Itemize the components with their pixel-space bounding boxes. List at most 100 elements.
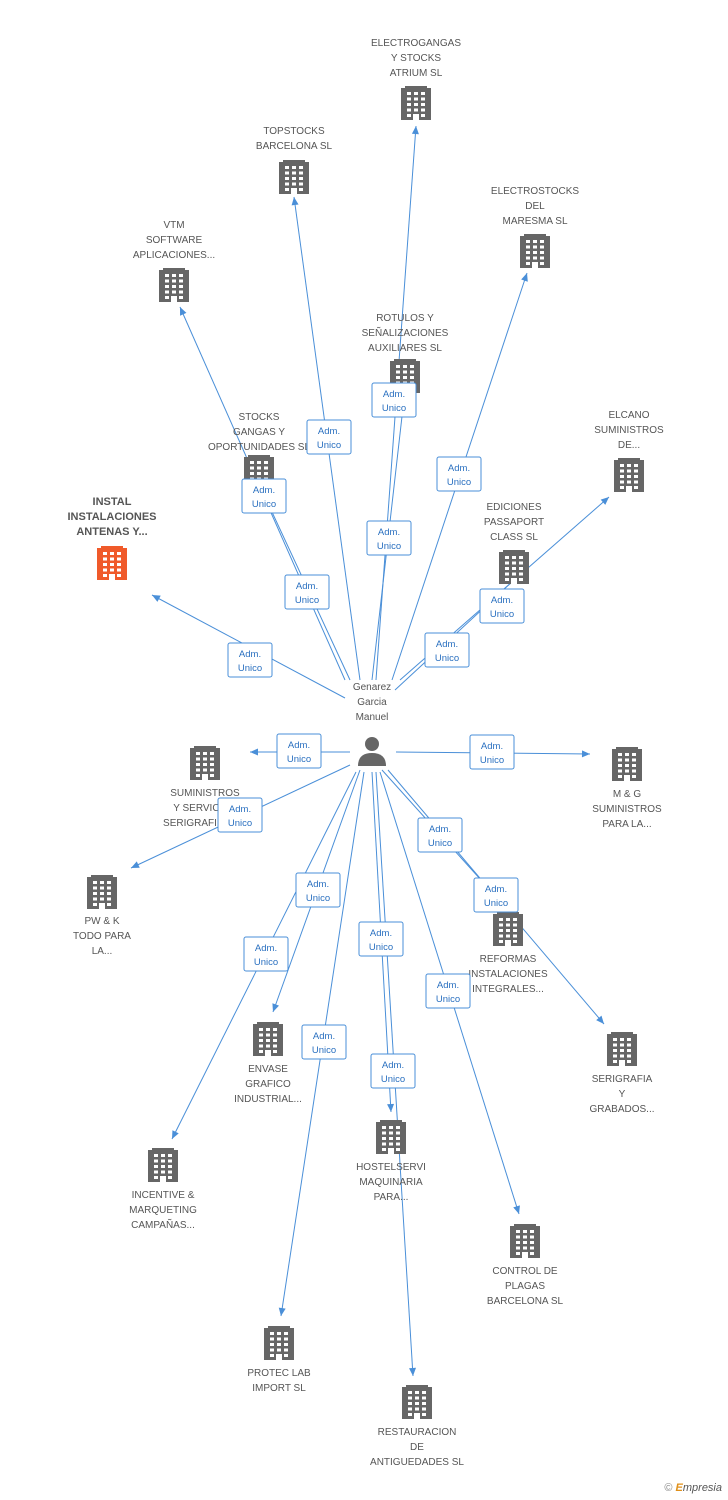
company-label[interactable]: ENVASE (248, 1064, 288, 1075)
company-node-proteclab[interactable]: PROTEC LAB IMPORT SL (247, 1326, 311, 1394)
role-badge-restauracion[interactable]: Adm.Unico (370, 1053, 416, 1089)
company-label[interactable]: GANGAS Y (233, 427, 285, 438)
company-node-suministros_serv[interactable]: SUMINISTROS Y SERVICIOS SERIGRAFICOS... (163, 746, 247, 829)
company-label[interactable]: PROTEC LAB (247, 1368, 311, 1379)
company-label[interactable]: HOSTELSERVI (356, 1162, 426, 1173)
role-badge-suministros_serv[interactable]: Adm.Unico (276, 733, 322, 769)
company-node-mg[interactable]: M & G SUMINISTROS PARA LA... (592, 747, 662, 830)
company-label[interactable]: SUMINISTROS (170, 788, 240, 799)
company-label[interactable]: TODO PARA (73, 931, 131, 942)
company-label[interactable]: SERIGRAFICOS... (163, 818, 247, 829)
company-node-rotulos[interactable]: ROTULOS Y SEÑALIZACIONES AUXILIARES SL (362, 313, 449, 393)
role-badge-vtm[interactable]: Adm.Unico (241, 478, 287, 514)
company-label[interactable]: DE (410, 1442, 424, 1453)
company-node-envase[interactable]: ENVASE GRAFICO INDUSTRIAL... (234, 1022, 302, 1105)
company-node-stocks[interactable]: STOCKS GANGAS Y OPORTUNIDADES SL (208, 412, 310, 489)
company-label[interactable]: CONTROL DE (492, 1266, 558, 1277)
company-label[interactable]: APLICACIONES... (133, 250, 215, 261)
role-badge-instal[interactable]: Adm.Unico (227, 642, 273, 678)
role-badge-envase[interactable]: Adm.Unico (295, 872, 341, 908)
company-label[interactable]: SUMINISTROS (592, 804, 662, 815)
company-label[interactable]: PW & K (84, 916, 119, 927)
role-badge-serigrafia[interactable]: Adm.Unico (473, 877, 519, 913)
company-label[interactable]: INSTALACIONES (67, 511, 156, 523)
company-node-restauracion[interactable]: RESTAURACION DE ANTIGUEDADES SL (370, 1385, 464, 1468)
company-node-control[interactable]: CONTROL DE PLAGAS BARCELONA SL (487, 1224, 564, 1307)
role-badge-stocks[interactable]: Adm.Unico (284, 574, 330, 610)
company-label[interactable]: DEL (525, 201, 545, 212)
company-node-topstocks[interactable]: TOPSTOCKS BARCELONA SL (256, 126, 333, 194)
company-label[interactable]: ANTENAS Y... (76, 526, 147, 538)
person-name[interactable]: Manuel (356, 712, 389, 723)
company-label[interactable]: SERIGRAFIA (592, 1074, 653, 1085)
company-label[interactable]: PARA LA... (602, 819, 651, 830)
company-node-incentive[interactable]: INCENTIVE & MARQUETING CAMPAÑAS... (129, 1148, 197, 1231)
company-label[interactable]: MAQUINARIA (359, 1177, 423, 1188)
company-label[interactable]: ANTIGUEDADES SL (370, 1457, 464, 1468)
company-label[interactable]: VTM (163, 220, 184, 231)
company-node-hostelservi[interactable]: HOSTELSERVI MAQUINARIA PARA... (356, 1120, 426, 1203)
company-label[interactable]: SEÑALIZACIONES (362, 326, 449, 339)
company-label[interactable]: REFORMAS (480, 954, 537, 965)
company-label[interactable]: MARQUETING (129, 1205, 197, 1216)
role-badge-mg[interactable]: Adm.Unico (469, 734, 515, 770)
company-node-electrostocks[interactable]: ELECTROSTOCKS DEL MARESMA SL (491, 186, 579, 268)
company-label[interactable]: DE... (618, 440, 640, 451)
company-label[interactable]: ATRIUM SL (390, 68, 443, 79)
role-badge-reformas[interactable]: Adm.Unico (417, 817, 463, 853)
company-label[interactable]: Y SERVICIOS (173, 803, 237, 814)
company-node-serigrafia[interactable]: SERIGRAFIA Y GRABADOS... (589, 1032, 655, 1115)
company-label[interactable]: ELECTROGANGAS (371, 38, 461, 49)
role-badge-topstocks[interactable]: Adm.Unico (306, 419, 352, 455)
company-label[interactable]: INCENTIVE & (132, 1190, 195, 1201)
company-label[interactable]: Y (619, 1089, 626, 1100)
company-label[interactable]: STOCKS (239, 412, 280, 423)
company-label[interactable]: INSTAL (93, 496, 132, 508)
company-label[interactable]: CLASS SL (490, 532, 538, 543)
company-label[interactable]: ELCANO (608, 410, 649, 421)
company-label[interactable]: LA... (92, 946, 113, 957)
company-label[interactable]: BARCELONA SL (256, 141, 333, 152)
company-label[interactable]: ELECTROSTOCKS (491, 186, 579, 197)
role-badge-control[interactable]: Adm.Unico (425, 973, 471, 1009)
company-label[interactable]: TOPSTOCKS (263, 126, 325, 137)
company-label[interactable]: BARCELONA SL (487, 1296, 564, 1307)
person-name[interactable]: Garcia (357, 697, 387, 708)
company-label[interactable]: PLAGAS (505, 1281, 545, 1292)
role-badge-electrostocks[interactable]: Adm.Unico (436, 456, 482, 492)
company-label[interactable]: AUXILIARES SL (368, 343, 442, 354)
role-badge-hostelservi[interactable]: Adm.Unico (358, 921, 404, 957)
role-badge-electrogangas[interactable]: Adm.Unico (371, 382, 417, 418)
company-label[interactable]: INDUSTRIAL... (234, 1094, 302, 1105)
company-label[interactable]: EDICIONES (486, 502, 541, 513)
company-label[interactable]: GRABADOS... (589, 1104, 654, 1115)
company-node-elcano[interactable]: ELCANO SUMINISTROS DE... (594, 410, 664, 492)
company-label[interactable]: SOFTWARE (146, 235, 203, 246)
company-label[interactable]: MARESMA SL (502, 216, 567, 227)
company-label[interactable]: RESTAURACION (378, 1427, 457, 1438)
company-label[interactable]: OPORTUNIDADES SL (208, 442, 310, 453)
company-node-vtm[interactable]: VTM SOFTWARE APLICACIONES... (133, 220, 215, 302)
person-icon[interactable] (358, 737, 386, 766)
company-label[interactable]: ROTULOS Y (376, 313, 434, 324)
company-label[interactable]: M & G (613, 789, 642, 800)
role-badge-elcano[interactable]: Adm.Unico (479, 588, 525, 624)
company-node-instal[interactable]: INSTAL INSTALACIONES ANTENAS Y... (67, 496, 157, 580)
role-badge-pwk[interactable]: Adm.Unico (217, 797, 263, 833)
role-badge-proteclab[interactable]: Adm.Unico (301, 1024, 347, 1060)
company-label[interactable]: CAMPAÑAS... (131, 1218, 195, 1231)
company-label[interactable]: INSTALACIONES (468, 969, 548, 980)
company-label[interactable]: INTEGRALES... (472, 984, 544, 995)
role-badge-incentive[interactable]: Adm.Unico (243, 936, 289, 972)
company-label[interactable]: PARA... (374, 1192, 409, 1203)
company-node-ediciones[interactable]: EDICIONES PASSAPORT CLASS SL (484, 502, 544, 584)
company-node-pwk[interactable]: PW & K TODO PARA LA... (73, 875, 131, 957)
company-label[interactable]: SUMINISTROS (594, 425, 664, 436)
company-label[interactable]: GRAFICO (245, 1079, 291, 1090)
role-badge-rotulos[interactable]: Adm.Unico (366, 520, 412, 556)
company-node-reformas[interactable]: REFORMAS INSTALACIONES INTEGRALES... (468, 912, 548, 995)
company-label[interactable]: IMPORT SL (252, 1383, 306, 1394)
company-label[interactable]: PASSAPORT (484, 517, 544, 528)
